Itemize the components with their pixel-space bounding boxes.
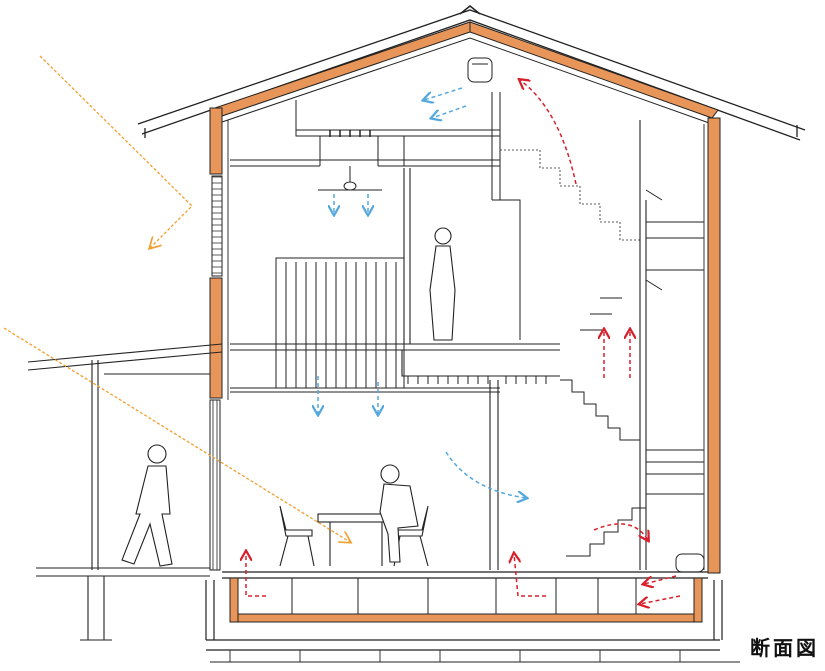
stair-hidden-lines [500,149,640,241]
ac-unit-upper [467,57,493,83]
wall-left-glazing-lines [212,400,218,570]
wall-inner-lines [227,120,705,570]
loft-floor [230,92,521,340]
ceiling-fan [318,166,382,191]
wall-left-lower-glazing [209,399,221,571]
dining-table [317,513,395,566]
foundation-left-insulation [229,577,239,623]
person-seated [379,464,419,563]
wall-right-insulation [707,117,721,574]
ceiling-vent-grille [329,130,371,137]
ac-unit-lower [675,553,705,573]
sunlight-winter-ray [39,55,193,248]
roof-insulation-left [214,21,471,117]
ceiling-line [221,37,713,125]
canopy [27,343,223,570]
drawing-caption: 断面図 [750,636,819,660]
chair-left [279,505,315,567]
wall-left-middle-insulation [209,277,223,399]
wall-left-upper-insulation [209,107,223,175]
ground-floor [205,571,723,651]
foundation-right-insulation [693,577,703,623]
second-floor-slab [230,343,560,393]
ridge-cap [459,5,481,15]
floor-joists [407,376,547,384]
person-standing-upstairs [429,227,456,341]
underfloor-insulation [231,613,701,623]
foundation-footings [210,650,740,663]
interior-columns [403,120,647,570]
cool-air-arrows [318,87,526,498]
wall-left-window-upper [211,175,223,277]
lattice-screen [275,257,405,389]
person-walking-outside [121,444,173,567]
sunlight-low-ray [3,327,350,542]
staircase [560,189,704,557]
deck [36,567,210,641]
underfloor-posts [291,578,637,614]
roof-insulation-right [469,21,719,119]
warm-air-arrows [246,80,681,604]
